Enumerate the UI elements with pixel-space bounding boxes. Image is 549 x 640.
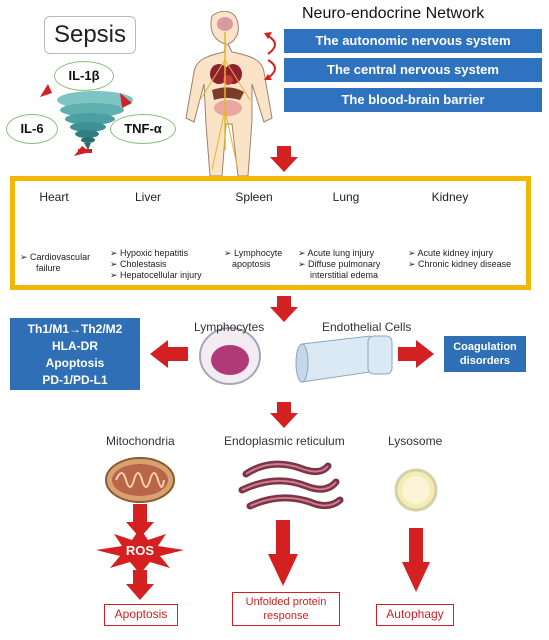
unfolded-protein-response-outcome: Unfolded protein response: [232, 592, 340, 626]
curved-arrows-icon: [267, 35, 276, 79]
organ-damage-frame: [10, 176, 531, 290]
coagulation-disorders-box: Coagulation disorders: [444, 336, 526, 372]
mitochondria-icon: [105, 457, 175, 503]
human-body-icon: [185, 10, 273, 177]
blood-brain-barrier-bar: The blood-brain barrier: [284, 88, 542, 112]
organ-spleen-name: Spleen: [235, 190, 273, 204]
lymphocyte-icon: [199, 327, 261, 385]
sepsis-title: Sepsis: [44, 16, 136, 54]
mitochondria-label: Mitochondria: [106, 434, 175, 448]
cycle-arrows-icon: [40, 84, 132, 156]
neuro-endocrine-title: Neuro-endocrine Network: [302, 5, 485, 22]
immune-dysfunction-box: Th1/M1→Th2/M2 HLA-DR Apoptosis PD-1/PD-L…: [10, 318, 140, 390]
cytokine-tnfa: TNF-α: [110, 114, 176, 144]
cytokine-storm-icon: [57, 91, 133, 150]
autophagy-outcome: Autophagy: [376, 604, 454, 626]
organ-kidney-desc: ➢ Acute kidney injury ➢ Chronic kidney d…: [408, 248, 512, 269]
organ-heart-name: Heart: [39, 190, 69, 204]
cytokine-il6: IL-6: [6, 114, 58, 144]
endothelial-cells-label: Endothelial Cells: [322, 320, 412, 334]
cytokine-il1b: IL-1β: [54, 61, 114, 91]
organ-kidney-name: Kidney: [431, 190, 469, 204]
apoptosis-outcome: Apoptosis: [104, 604, 178, 626]
organ-lung-desc: ➢ Acute lung injury ➢ Diffuse pulmonary …: [298, 248, 381, 280]
endoplasmic-reticulum-label: Endoplasmic reticulum: [224, 434, 345, 448]
organ-lung-name: Lung: [332, 190, 360, 204]
endothelial-vessel-icon: [295, 335, 393, 383]
ros-burst-icon: [96, 528, 184, 574]
lysosome-label: Lysosome: [388, 434, 443, 448]
lymphocytes-label: Lymphocytes: [194, 320, 265, 334]
lysosome-icon: [394, 468, 438, 512]
organ-heart-desc: ➢ Cardiovascular failure: [20, 252, 91, 273]
down-arrows: [126, 146, 430, 600]
organ-spleen-desc: ➢ Lymphocyte apoptosis: [224, 248, 283, 269]
ros-label: ROS: [125, 543, 155, 558]
autonomic-nervous-system-bar: The autonomic nervous system: [284, 29, 542, 53]
organ-liver-desc: ➢ Hypoxic hepatitis ➢ Cholestasis ➢ Hepa…: [110, 248, 202, 280]
central-nervous-system-bar: The central nervous system: [284, 58, 542, 82]
organ-liver-name: Liver: [134, 190, 161, 204]
